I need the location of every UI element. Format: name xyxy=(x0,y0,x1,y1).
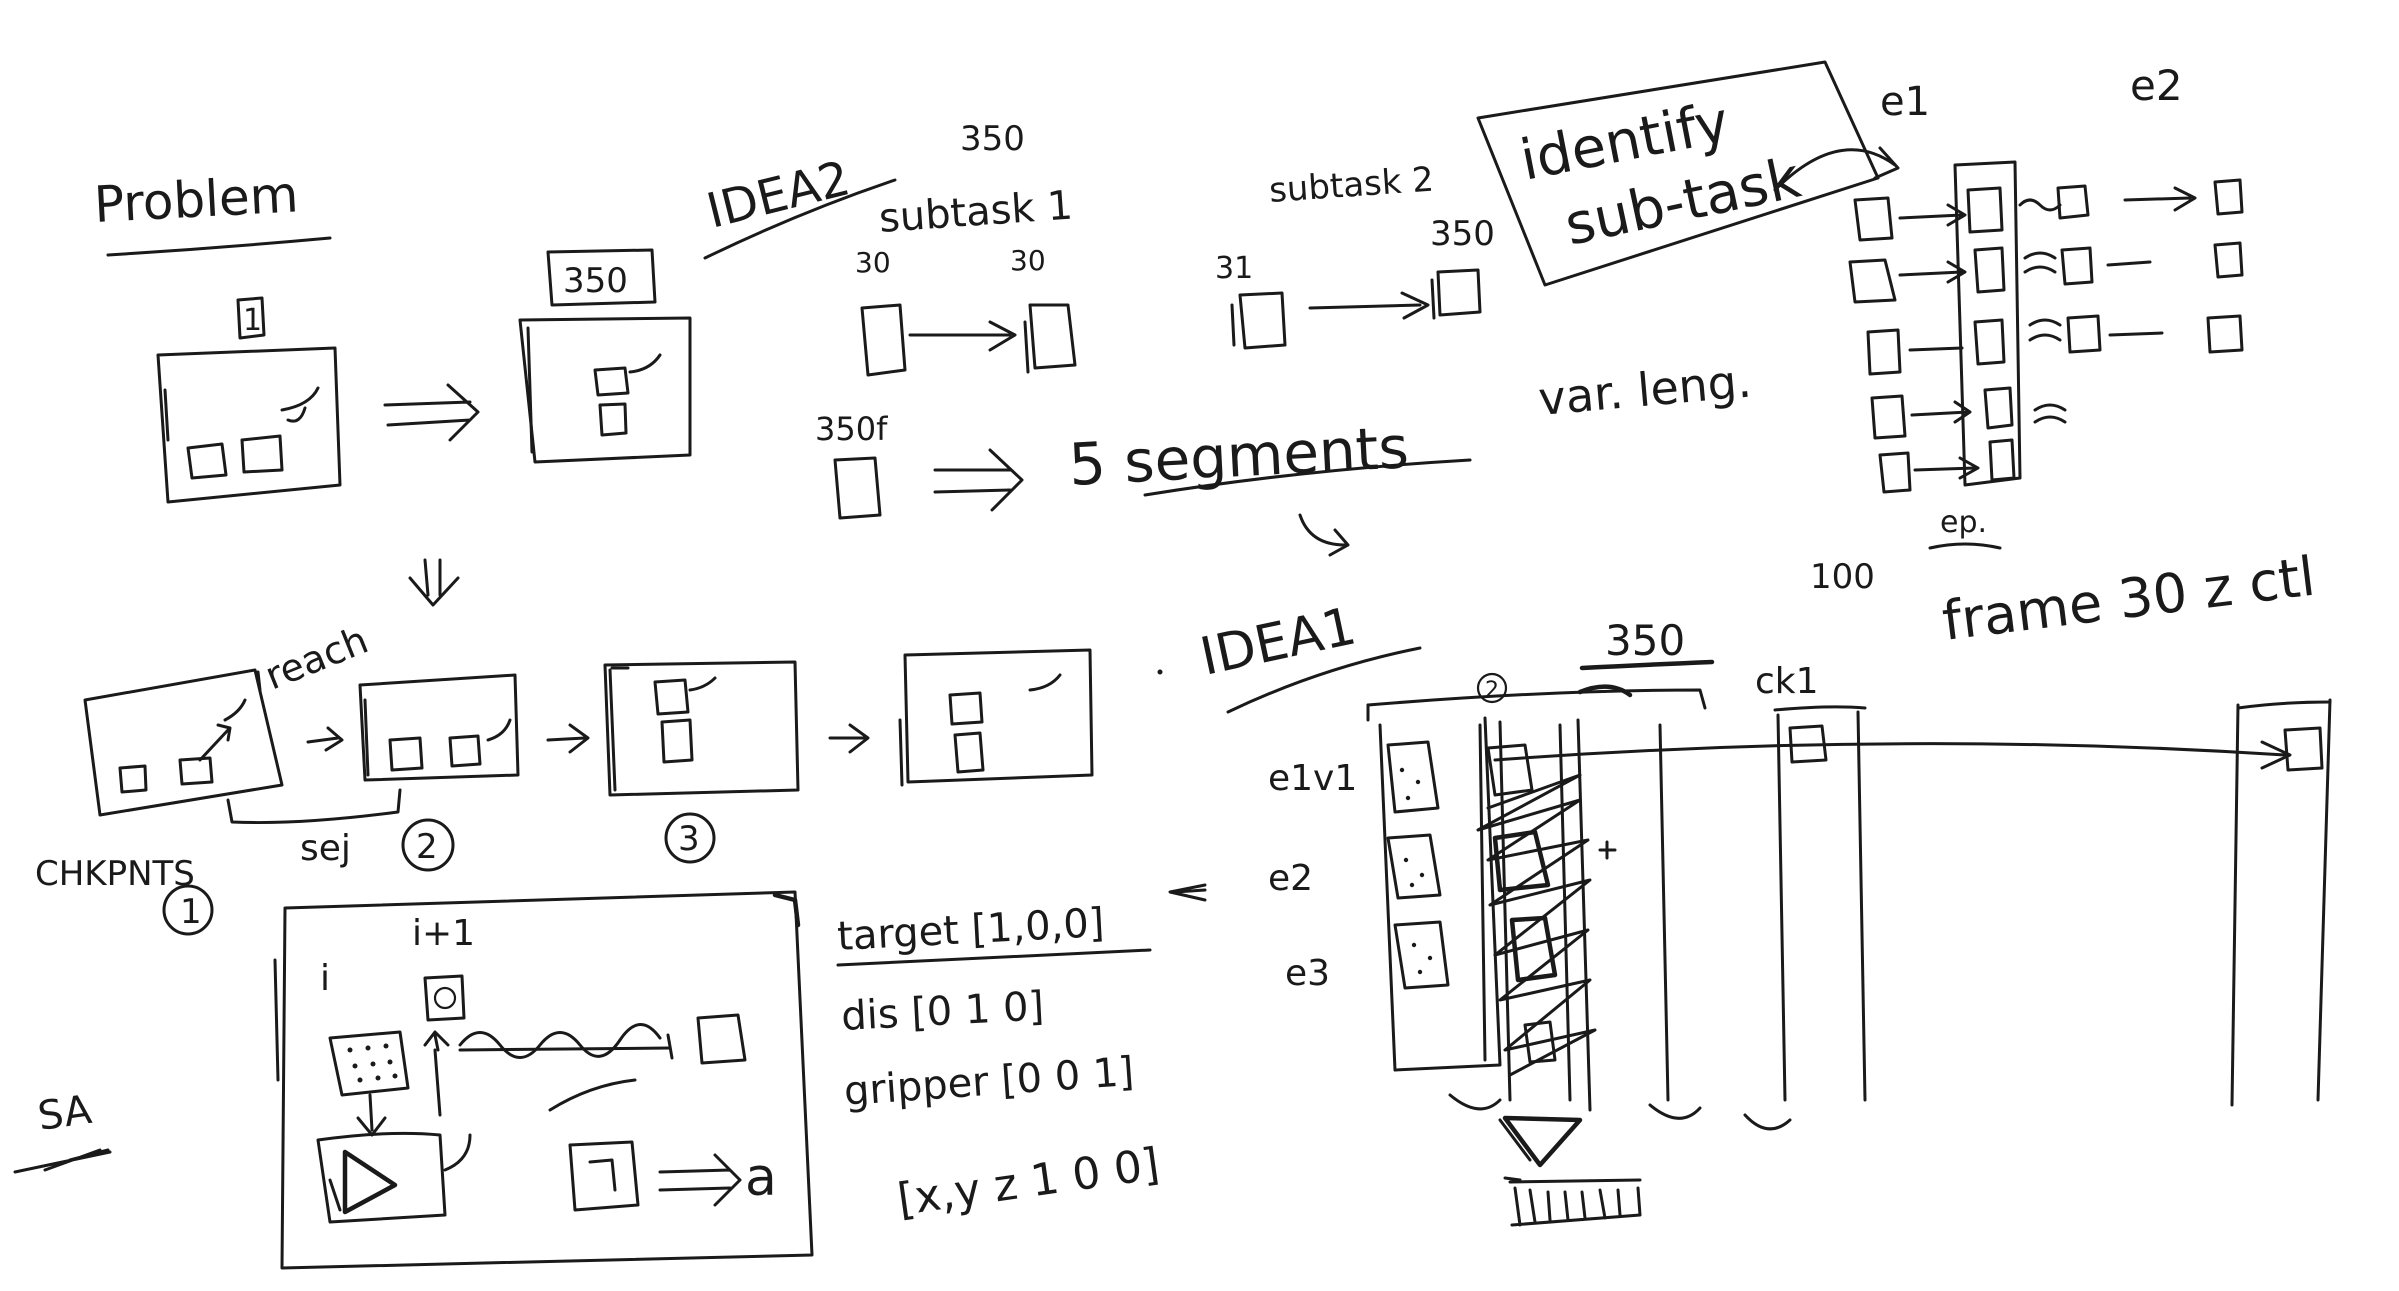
e2-label: e2 xyxy=(2130,61,2183,110)
problem-box-number: 1 xyxy=(243,303,262,338)
checkpoint-2-number: 2 xyxy=(416,827,438,867)
e1-label: e1 xyxy=(1880,79,1930,125)
checkpoint-sequence: reach sej CHKPNTS 1 2 3 xyxy=(35,618,1094,936)
idea2-section: IDEA2 350 subtask 1 30 30 350f 5 segment… xyxy=(701,119,1754,557)
gripper-vector-label: gripper [0 0 1] xyxy=(842,1049,1135,1115)
frames-label: 350f xyxy=(815,410,888,448)
xyz-vector-label: [x,y z 1 0 0] xyxy=(894,1139,1162,1226)
sa-detail: i i+1 a SA target [1,0, xyxy=(13,883,1207,1270)
distance-vector-label: dis [0 1 0] xyxy=(840,983,1045,1040)
checkpoint-3-number: 3 xyxy=(678,819,700,859)
subtask2-label: subtask 2 xyxy=(1268,160,1435,211)
problem-result: 350 xyxy=(518,248,692,464)
subtask1-label: subtask 1 xyxy=(877,183,1074,242)
checkpoint-1-number: 1 xyxy=(180,892,202,932)
subtask2-section: subtask 2 31 350 xyxy=(1215,160,1495,350)
target-vector-label: target [1,0,0] xyxy=(836,900,1105,960)
subtask2-end: 350 xyxy=(1430,214,1495,254)
variable-length-label: var. leng. xyxy=(1536,354,1753,426)
episode-2-label: e2 xyxy=(1268,858,1313,899)
sa-label: SA xyxy=(35,1087,95,1140)
action-label: a xyxy=(745,1148,777,1208)
idea2-total: 350 xyxy=(960,119,1025,159)
result-count: 350 xyxy=(563,261,628,301)
segment-label: sej xyxy=(300,828,351,869)
checkpoint-k1-label: ck1 xyxy=(1755,661,1819,702)
idea2-label: IDEA2 xyxy=(701,150,855,239)
idea1-step-number: 2 xyxy=(1485,678,1499,703)
episode-1-label: e1v1 xyxy=(1268,758,1357,799)
subtask1-end: 30 xyxy=(1010,244,1046,277)
subtask2-start: 31 xyxy=(1215,251,1253,286)
frame-label: frame 30 z ctl xyxy=(1939,545,2318,653)
reach-label: reach xyxy=(259,618,374,699)
problem-section: Problem 1 xyxy=(93,165,480,607)
frame-i-plus-1-label: i+1 xyxy=(412,913,475,954)
frame-i-label: i xyxy=(320,958,330,999)
checkpoints-label: CHKPNTS xyxy=(35,854,195,894)
episode-3-label: e3 xyxy=(1285,953,1330,994)
problem-label: Problem xyxy=(93,165,300,234)
episode-abbrev: ep. xyxy=(1940,505,1987,540)
episode-mapping: e1 e2 100 ep. xyxy=(1810,61,2318,653)
identify-subtask-box: identify sub-task xyxy=(1476,60,1900,287)
episode-count: 100 xyxy=(1810,557,1875,597)
idea1-label: IDEA1 xyxy=(1195,596,1361,687)
stray-dot xyxy=(1157,669,1163,675)
subtask1-start: 30 xyxy=(855,246,891,279)
segments-label: 5 segments xyxy=(1067,413,1410,499)
idea1-section: IDEA1 350 2 ck1 e1v1 e2 e3 xyxy=(1195,596,2332,1227)
idea1-total: 350 xyxy=(1605,616,1685,665)
